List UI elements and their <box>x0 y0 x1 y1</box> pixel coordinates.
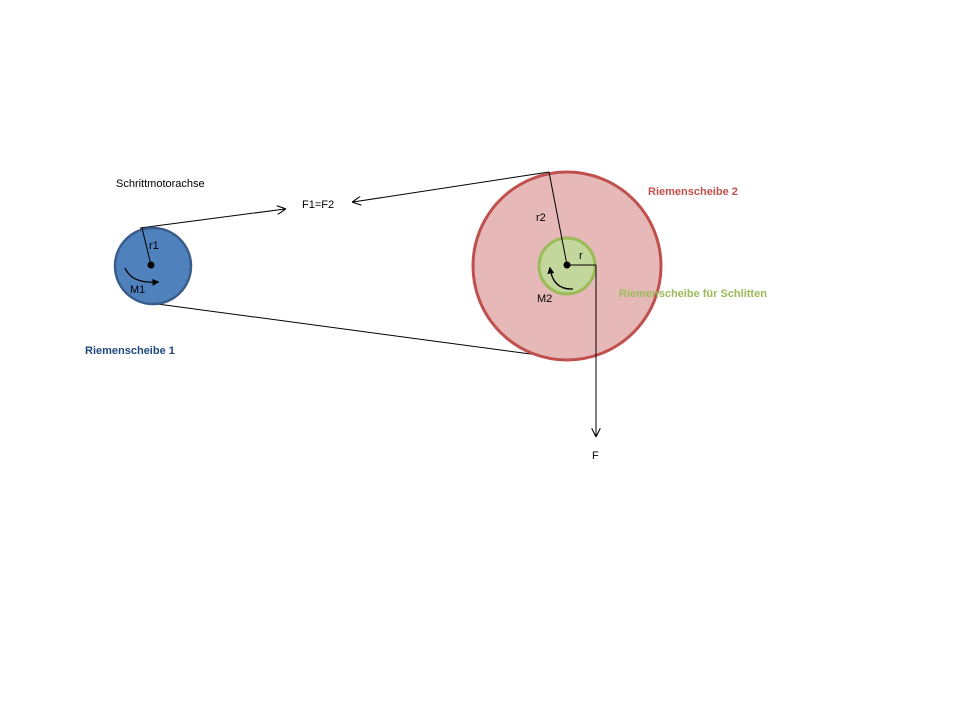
radius-r2-label: r2 <box>536 212 546 224</box>
moment-m2-label: M2 <box>537 293 553 305</box>
moment-m2-arrow <box>547 266 574 290</box>
pulley-2-center-dot <box>563 261 571 269</box>
moment-m1-arrow <box>124 267 160 286</box>
pulley-2-label: Riemenscheibe 2 <box>648 186 738 198</box>
belt-upper-line-right <box>353 171 550 202</box>
radius-r2-line <box>548 171 568 266</box>
belt-upper-line-left <box>139 209 285 229</box>
radius-r1-label: r1 <box>149 240 159 252</box>
force-f-label: F <box>592 450 599 462</box>
sled-pulley-label: Riemenscheibe für Schlitten <box>619 288 767 300</box>
moment-m1-label: M1 <box>130 284 146 296</box>
pulley-1-label: Riemenscheibe 1 <box>85 345 175 357</box>
radius-r1-line <box>141 227 152 266</box>
radius-r-label: r <box>579 250 583 262</box>
belt-lower-line <box>149 302 569 360</box>
force-equality-label: F1=F2 <box>302 199 335 211</box>
pulley-1-center-dot <box>147 261 155 269</box>
motor-axis-label: Schrittmotorachse <box>116 178 205 190</box>
